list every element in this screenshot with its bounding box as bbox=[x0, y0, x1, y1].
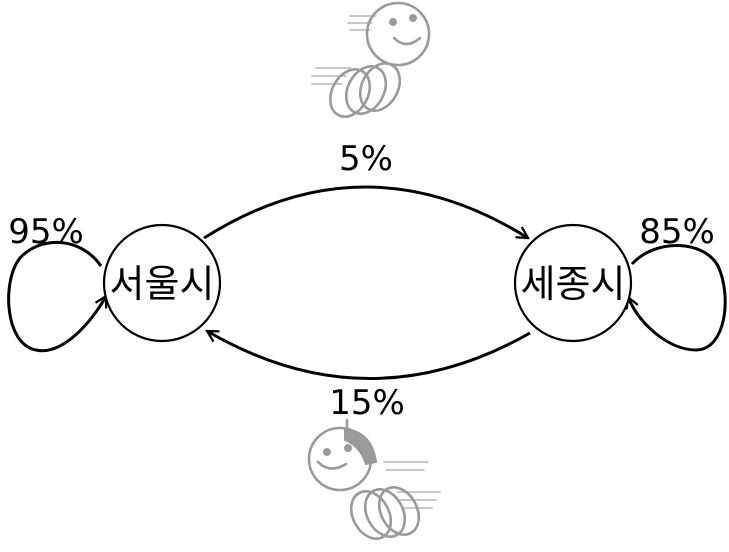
probability-label-seoul-stay: 95% bbox=[8, 212, 84, 252]
self-loop-arrow-sejong bbox=[628, 244, 727, 352]
state-node-sejong bbox=[513, 223, 633, 343]
self-loop-arrow-seoul bbox=[7, 240, 108, 353]
transition-arrow-sejong-to-seoul bbox=[207, 329, 531, 380]
probability-label-sejong-to-seoul: 15% bbox=[329, 383, 405, 423]
state-node-seoul bbox=[102, 223, 222, 343]
state-label-seoul: 서울시 bbox=[110, 262, 215, 306]
probability-label-sejong-stay: 85% bbox=[639, 212, 715, 252]
probability-label-seoul-to-sejong: 5% bbox=[339, 139, 393, 179]
running-figure-icon bbox=[311, 1, 431, 118]
transition-arrow-seoul-to-sejong bbox=[203, 185, 528, 240]
state-label-sejong: 세종시 bbox=[521, 262, 626, 306]
running-figure-icon bbox=[307, 418, 441, 540]
